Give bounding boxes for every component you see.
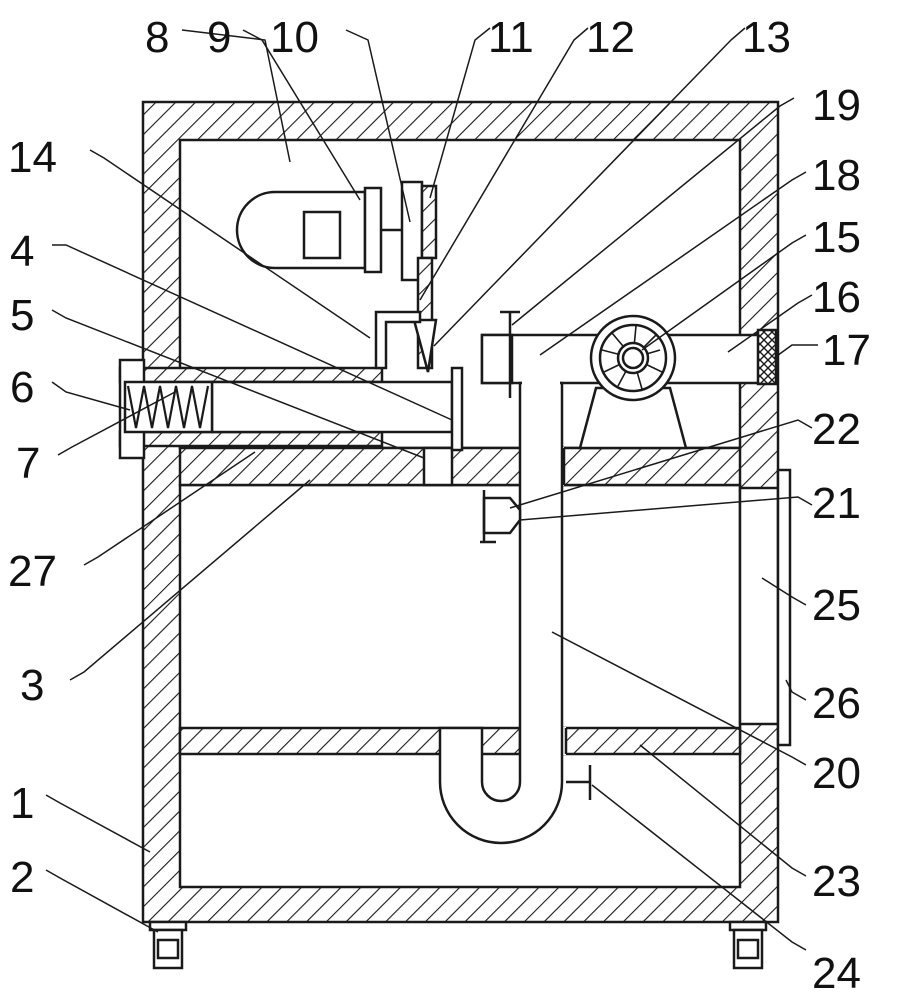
label-15: 15	[812, 213, 861, 262]
label-10: 10	[270, 13, 319, 62]
down-pipe	[438, 381, 564, 845]
callout-labels: 8 9 10 11 12 13 19 18 15 16 17 22 21 25 …	[8, 13, 871, 998]
branch-pipe	[482, 496, 522, 535]
label-22: 22	[812, 405, 861, 454]
label-14: 14	[8, 133, 57, 182]
label-27: 27	[8, 547, 57, 596]
label-20: 20	[812, 749, 861, 798]
fan-ring	[598, 323, 668, 393]
motor-flange	[363, 186, 383, 274]
label-2: 2	[10, 853, 34, 902]
label-25: 25	[812, 581, 861, 630]
door-slot	[738, 486, 780, 726]
cutter-blade	[412, 318, 438, 373]
caster-right	[728, 920, 768, 970]
access-door	[776, 468, 792, 747]
label-4: 4	[10, 227, 34, 276]
label-8: 8	[145, 13, 169, 62]
label-18: 18	[812, 151, 861, 200]
duct-inlet	[480, 333, 514, 385]
support-bracket	[374, 310, 422, 370]
label-19: 19	[812, 81, 861, 130]
label-26: 26	[812, 679, 861, 728]
label-24: 24	[812, 949, 861, 998]
label-21: 21	[812, 479, 861, 528]
caster-left	[148, 920, 188, 970]
label-16: 16	[812, 273, 861, 322]
spring	[126, 385, 210, 429]
stop-plate	[450, 366, 464, 452]
blade-disc	[420, 184, 438, 260]
label-7: 7	[16, 439, 40, 488]
label-6: 6	[10, 363, 34, 412]
motor-terminal-box	[302, 210, 342, 260]
label-11: 11	[488, 13, 534, 62]
label-23: 23	[812, 857, 861, 906]
label-12: 12	[586, 13, 635, 62]
label-3: 3	[20, 661, 44, 710]
label-5: 5	[10, 291, 34, 340]
label-13: 13	[742, 13, 791, 62]
leader-lines	[45, 27, 818, 951]
label-1: 1	[10, 779, 34, 828]
filter-screen	[756, 328, 778, 386]
slide-block	[422, 446, 454, 487]
slide-bottom-rail	[118, 430, 384, 448]
label-9: 9	[207, 13, 231, 62]
label-17: 17	[822, 326, 871, 375]
motor	[235, 190, 367, 270]
upper-partition-plate	[178, 446, 742, 487]
